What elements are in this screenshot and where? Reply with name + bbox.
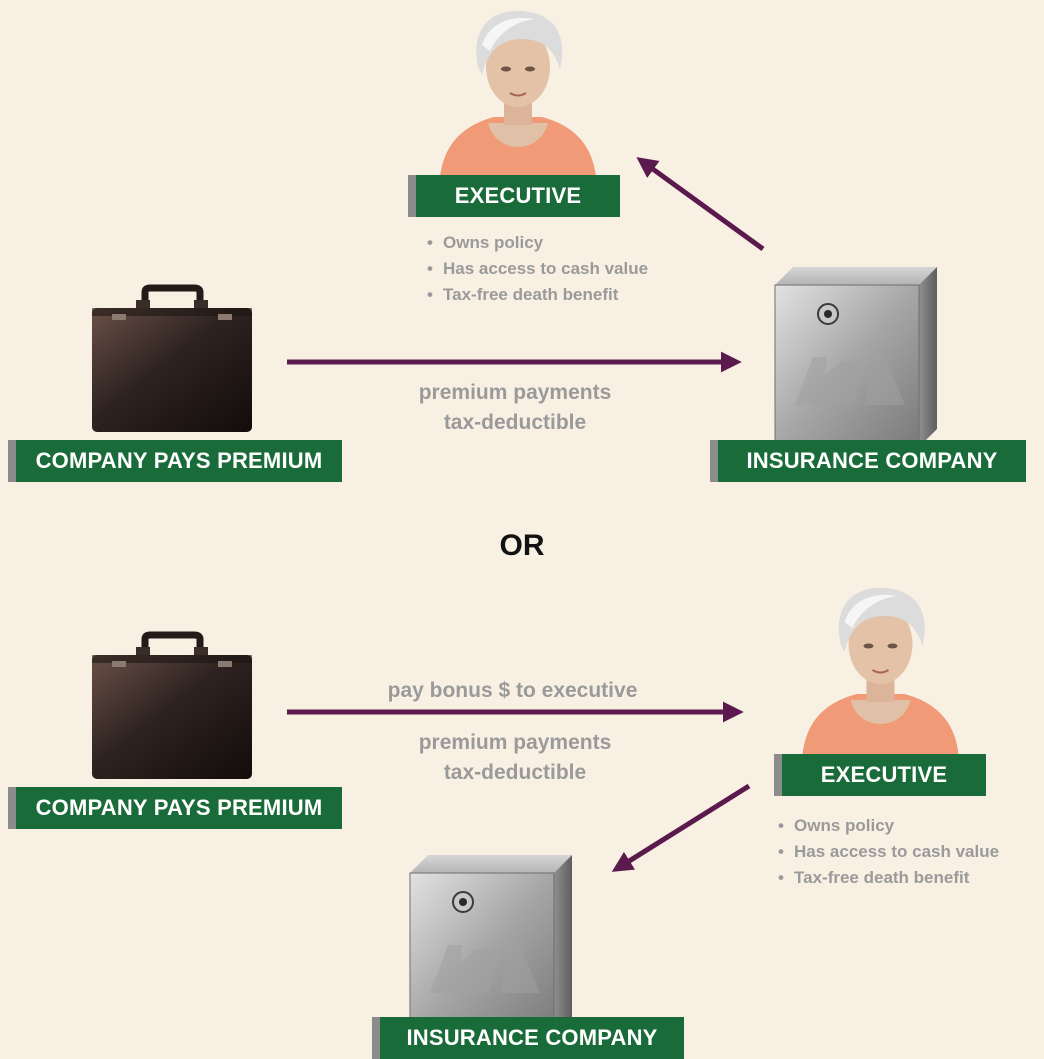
premium-caption: premium payments tax-deductible xyxy=(355,378,675,438)
insurance-company-label: INSURANCE COMPANY xyxy=(372,1017,684,1059)
caption-line: premium payments xyxy=(418,381,612,404)
executive-benefits-list: Owns policy Has access to cash value Tax… xyxy=(778,813,999,891)
or-divider: OR xyxy=(499,529,545,562)
caption-line: premium payments xyxy=(418,731,612,754)
list-item: Owns policy xyxy=(427,230,648,256)
bonus-caption: pay bonus $ to executive xyxy=(387,679,638,702)
executive-benefits-list: Owns policy Has access to cash value Tax… xyxy=(427,230,648,308)
arrow-executive-to-insurer xyxy=(611,783,751,872)
executive-photo xyxy=(802,587,959,754)
safe-icon xyxy=(774,267,937,448)
list-item: Owns policy xyxy=(778,813,999,839)
insurance-company-label: INSURANCE COMPANY xyxy=(710,440,1026,482)
arrow-insurer-to-executive xyxy=(636,157,765,252)
executive-photo xyxy=(440,10,596,177)
premium-caption: premium payments tax-deductible xyxy=(355,728,675,788)
briefcase-icon xyxy=(92,284,252,432)
company-label: COMPANY PAYS PREMIUM xyxy=(8,440,342,482)
company-label: COMPANY PAYS PREMIUM xyxy=(8,787,342,829)
safe-icon xyxy=(409,855,572,1036)
executive-label: EXECUTIVE xyxy=(408,175,620,217)
list-item: Has access to cash value xyxy=(427,256,648,282)
list-item: Tax-free death benefit xyxy=(427,282,648,308)
list-item: Has access to cash value xyxy=(778,839,999,865)
briefcase-icon xyxy=(92,631,252,779)
caption-line: tax-deductible xyxy=(443,411,587,434)
executive-label: EXECUTIVE xyxy=(774,754,986,796)
caption-line: tax-deductible xyxy=(443,761,587,784)
list-item: Tax-free death benefit xyxy=(778,865,999,891)
